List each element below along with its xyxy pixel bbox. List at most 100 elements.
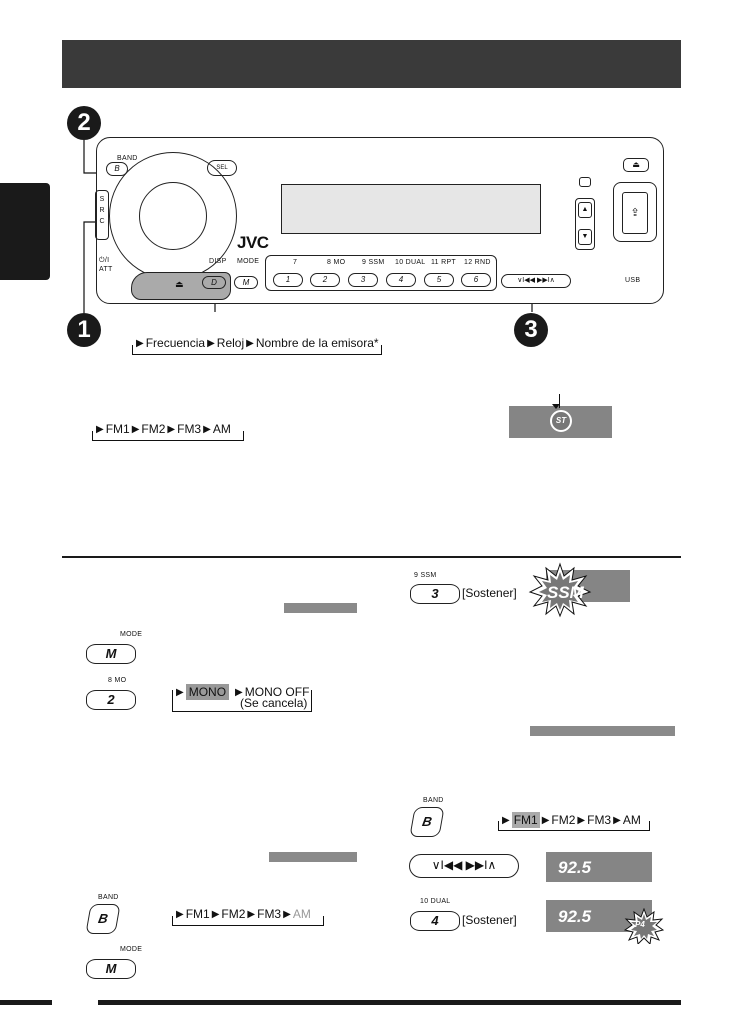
left-mode2-key[interactable]: M [86, 959, 136, 979]
freq-value-2: 92.5 [558, 907, 592, 926]
brand-logo: JVC [237, 233, 269, 252]
ssm-burst-icon [528, 562, 592, 618]
footer-rule-right [98, 1000, 681, 1005]
left-mo-key[interactable]: 2 [86, 690, 136, 710]
right-band-fm1: FM1 [511, 812, 540, 828]
right-band-key[interactable]: B [409, 807, 445, 837]
power-att-label: ⏻/I ATT [99, 257, 113, 273]
usb-icon: ⇪ [622, 192, 648, 234]
mono-off: MONO OFF [244, 685, 310, 699]
skip-key-large[interactable]: ∨I◀◀ ▶▶I∧ [409, 854, 519, 878]
left-band-am: AM [292, 907, 311, 921]
preset-group [265, 255, 497, 291]
lcd-window [281, 184, 541, 234]
mono-cancel-note: (Se cancela) [240, 696, 308, 710]
preset-label-8: 8 MO [327, 259, 346, 266]
preset-label-12: 12 RND [464, 259, 491, 266]
left-band-fm3: FM3 [257, 907, 282, 921]
mode-label: MODE [237, 258, 260, 265]
band-bracket-top [92, 431, 244, 441]
skip-buttons[interactable]: ∨I◀◀ ▶▶I∧ [501, 274, 571, 288]
src-button[interactable]: S R C [95, 190, 109, 240]
down-button[interactable]: ▼ [578, 229, 592, 245]
usb-label: USB [625, 277, 641, 284]
left-gray-bar-2 [269, 852, 357, 862]
left-gray-bar-1 [284, 603, 357, 613]
mono-on: MONO [185, 684, 230, 700]
ssm-hold: [Sostener] [462, 586, 517, 600]
eq-button[interactable] [579, 177, 591, 187]
left-band-fm2: FM2 [221, 907, 246, 921]
disp-label: DISP [209, 258, 227, 265]
band-fm3: FM3 [177, 422, 202, 436]
preset-button-4[interactable]: 4 [386, 273, 416, 287]
seq-reloj: Reloj [216, 336, 245, 350]
preset-button-3[interactable]: 3 [348, 273, 378, 287]
ssm-label: 9 SSM [414, 572, 437, 579]
st-indicator: ST [550, 410, 572, 432]
left-mode2-label: MODE [120, 946, 143, 953]
left-mode-key[interactable]: M [86, 644, 136, 664]
dual-label: 10 DUAL [420, 898, 451, 905]
preset-label-10: 10 DUAL [395, 259, 426, 266]
section-header-bar [62, 40, 681, 88]
st-pointer-arrow [552, 404, 560, 409]
band-sequence-left: ▶FM1 ▶FM2 ▶FM3 ▶AM [176, 907, 311, 921]
preset-button-1[interactable]: 1 [273, 273, 303, 287]
preset-label-11: 11 RPT [431, 259, 457, 266]
st-pointer [559, 394, 560, 408]
right-band-fm3: FM3 [587, 813, 612, 827]
band-sequence-right: ▶FM1 ▶FM2 ▶FM3 ▶AM [502, 812, 641, 828]
preset-button-6[interactable]: 6 [461, 273, 491, 287]
mono-bracket [172, 690, 312, 712]
step-marker-1: 1 [67, 313, 101, 347]
eject-icon: ⏏ [175, 279, 184, 289]
left-band-label: BAND [98, 894, 119, 901]
step-marker-3: 3 [514, 313, 548, 347]
band-am: AM [212, 422, 231, 436]
band-bracket-left [172, 916, 324, 926]
freq-display-1 [546, 852, 652, 882]
band-bracket-right [498, 821, 650, 831]
sound-button[interactable]: SEL [207, 160, 237, 176]
preset-badge: P4 [635, 920, 645, 929]
band-fm1: FM1 [105, 422, 130, 436]
left-mo-label: 8 MO [108, 677, 127, 684]
preset-burst-icon [624, 908, 664, 944]
footer-rule-left [0, 1000, 52, 1005]
preset-button-5[interactable]: 5 [424, 273, 454, 287]
band-sequence-top: ▶FM1 ▶FM2 ▶FM3 ▶AM [96, 422, 231, 436]
left-band-key[interactable]: B [85, 904, 121, 934]
dual-key[interactable]: 4 [410, 911, 460, 931]
dual-hold: [Sostener] [462, 913, 517, 927]
ssm-key[interactable]: 3 [410, 584, 460, 604]
car-stereo-faceplate: BAND B S R C ⏻/I ATT ⏏ SEL JVC DISP MODE… [95, 137, 664, 304]
left-band-fm1: FM1 [185, 907, 210, 921]
mode-button[interactable]: M [234, 276, 258, 289]
step-marker-2: 2 [67, 106, 101, 140]
language-side-tab [0, 183, 50, 280]
band-label: BAND [117, 155, 138, 162]
band-button[interactable]: B [106, 162, 128, 176]
disp-sequence: ▶Frecuencia ▶Reloj ▶Nombre de la emisora… [136, 336, 379, 350]
band-fm2: FM2 [141, 422, 166, 436]
eject-button[interactable]: ⏏ [623, 158, 649, 172]
volume-knob-inner[interactable] [139, 182, 207, 250]
left-mode-label: MODE [120, 631, 143, 638]
right-band-fm2: FM2 [551, 813, 576, 827]
disp-bracket [132, 345, 382, 355]
right-band-label: BAND [423, 797, 444, 804]
preset-label-9: 9 SSM [362, 259, 385, 266]
disp-button[interactable]: D [202, 276, 226, 289]
seq-frecuencia: Frecuencia [145, 336, 206, 350]
preset-button-2[interactable]: 2 [310, 273, 340, 287]
up-button[interactable]: ▲ [578, 202, 592, 218]
preset-label-7: 7 [293, 259, 298, 266]
up-down-group [575, 198, 595, 250]
freq-value-1: 92.5 [558, 858, 592, 877]
seq-nombre: Nombre de la emisora* [255, 336, 379, 350]
usb-slot-frame [613, 182, 657, 242]
right-gray-bar [530, 726, 675, 736]
right-band-am: AM [622, 813, 641, 827]
ssm-display-text: SSM [547, 583, 584, 602]
